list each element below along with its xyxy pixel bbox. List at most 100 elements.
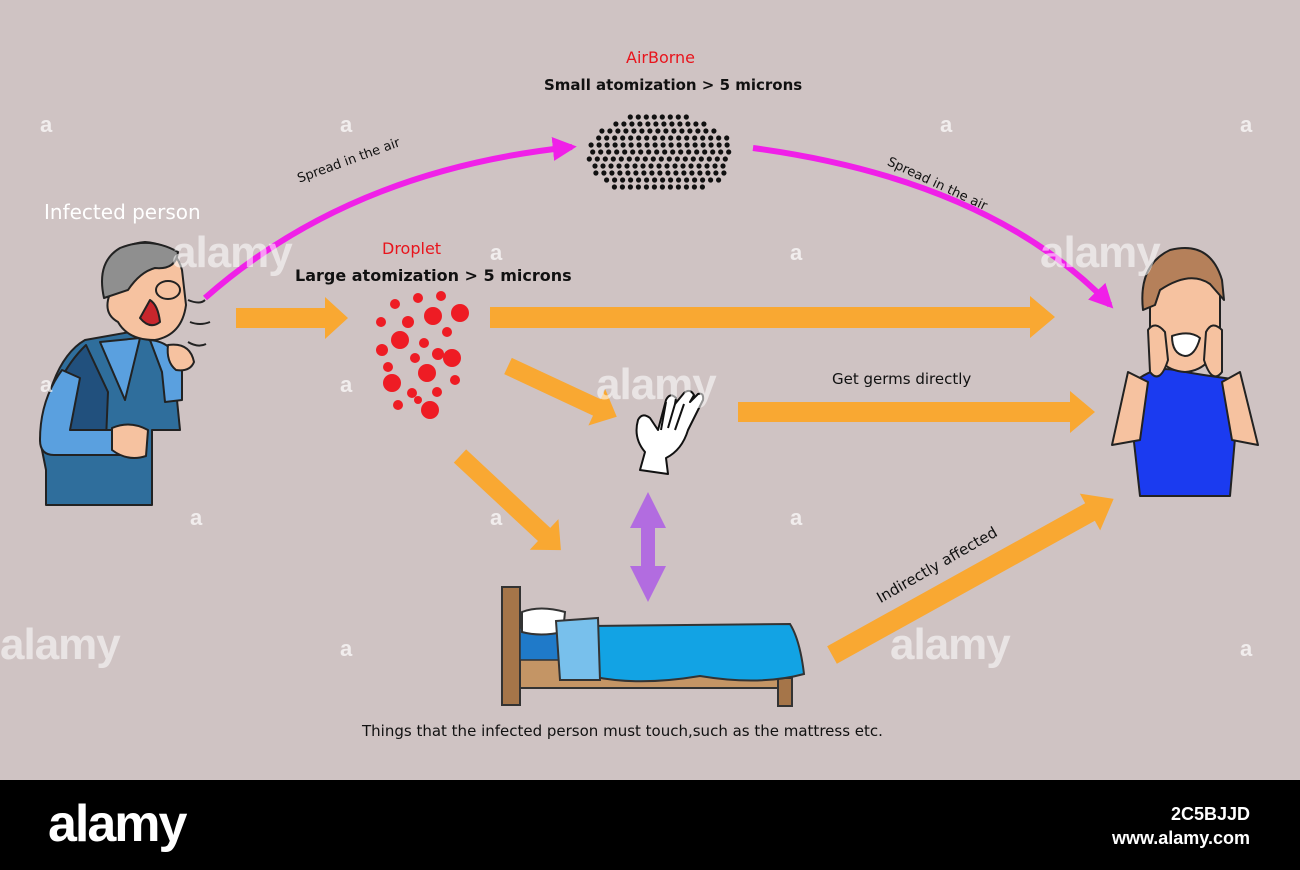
airborne-particle bbox=[705, 170, 711, 176]
airborne-particle bbox=[636, 135, 642, 141]
airborne-particle bbox=[652, 177, 658, 183]
airborne-particle bbox=[609, 170, 615, 176]
watermark-letter: a bbox=[340, 636, 353, 661]
airborne-particle bbox=[652, 135, 658, 141]
airborne-particle bbox=[668, 135, 674, 141]
hand-icon bbox=[635, 389, 705, 475]
airborne-particle bbox=[632, 163, 638, 169]
airborne-particle bbox=[606, 149, 612, 155]
airborne-particle bbox=[695, 128, 701, 134]
airborne-particle bbox=[713, 170, 719, 176]
airborne-particle bbox=[601, 170, 607, 176]
airborne-particle bbox=[681, 170, 687, 176]
airborne-particle bbox=[628, 177, 634, 183]
airborne-particle bbox=[639, 128, 645, 134]
airborne-particle bbox=[615, 128, 621, 134]
airborne-particle bbox=[672, 163, 678, 169]
surfaces-caption: Things that the infected person must tou… bbox=[362, 722, 883, 740]
airborne-particle bbox=[593, 170, 599, 176]
airborne-particle bbox=[590, 149, 596, 155]
airborne-particle bbox=[644, 177, 650, 183]
airborne-particle bbox=[693, 121, 699, 127]
airborne-particle bbox=[627, 184, 634, 190]
airborne-particle bbox=[646, 149, 652, 155]
airborne-particle bbox=[676, 177, 682, 183]
airborne-particle bbox=[670, 149, 676, 155]
airborne-particle bbox=[653, 121, 659, 127]
watermark-letter: a bbox=[340, 112, 353, 137]
airborne-particle bbox=[718, 149, 724, 155]
airborne-particle bbox=[668, 142, 674, 148]
airborne-particle bbox=[600, 163, 606, 169]
airborne-particle bbox=[620, 142, 626, 148]
airborne-particle bbox=[651, 114, 657, 120]
airborne-particle bbox=[721, 170, 727, 176]
watermark-letter: a bbox=[40, 372, 53, 397]
airborne-particle bbox=[604, 135, 610, 141]
direct-infection-label: Get germs directly bbox=[832, 370, 972, 388]
airborne-particle bbox=[661, 121, 667, 127]
airborne-particle bbox=[617, 170, 623, 176]
airborne-particle bbox=[626, 156, 632, 162]
airborne-particle bbox=[612, 177, 618, 183]
airborne-particle bbox=[611, 184, 618, 190]
airborne-particle bbox=[676, 135, 682, 141]
watermark-letter: a bbox=[40, 112, 53, 137]
airborne-particle bbox=[648, 163, 654, 169]
airborne-particle bbox=[637, 121, 643, 127]
airborne-particle bbox=[636, 142, 642, 148]
droplet-cluster bbox=[376, 291, 469, 419]
watermark: alamy bbox=[0, 620, 121, 669]
airborne-arrow-right bbox=[752, 145, 1114, 309]
airborne-particle bbox=[668, 177, 674, 183]
airborne-particle bbox=[685, 121, 691, 127]
airborne-particle bbox=[616, 163, 622, 169]
airborne-particle bbox=[642, 156, 648, 162]
airborne-particle bbox=[651, 184, 658, 190]
airborne-particle bbox=[700, 142, 706, 148]
airborne-particle bbox=[691, 184, 698, 190]
airborne-particle bbox=[618, 156, 624, 162]
airborne-particle bbox=[708, 142, 714, 148]
airborne-particle bbox=[684, 177, 690, 183]
airborne-particle bbox=[644, 135, 650, 141]
airborne-particle bbox=[588, 142, 594, 148]
airborne-particle bbox=[692, 142, 698, 148]
airborne-particle bbox=[631, 128, 637, 134]
airborne-particle bbox=[657, 170, 663, 176]
watermark-letter: a bbox=[490, 505, 503, 530]
watermark-letter: a bbox=[490, 240, 503, 265]
airborne-particle bbox=[701, 121, 707, 127]
airborne-particle bbox=[598, 149, 604, 155]
airborne-particle bbox=[604, 177, 610, 183]
airborne-particle bbox=[663, 128, 669, 134]
airborne-particle bbox=[636, 177, 642, 183]
airborne-particle bbox=[726, 149, 732, 155]
airborne-particle bbox=[612, 142, 618, 148]
airborne-particle bbox=[671, 128, 677, 134]
airborne-particle bbox=[684, 135, 690, 141]
airborne-particle bbox=[602, 156, 608, 162]
airborne-particle bbox=[689, 170, 695, 176]
airborne-particle bbox=[613, 121, 619, 127]
airborne-particle bbox=[724, 142, 730, 148]
airborne-particle bbox=[659, 114, 665, 120]
airborne-particle bbox=[703, 128, 709, 134]
airborne-particle bbox=[674, 156, 680, 162]
droplet-title: Droplet bbox=[382, 239, 442, 258]
airborne-particle-cloud bbox=[586, 114, 732, 190]
airborne-particle bbox=[675, 114, 681, 120]
airborne-particle bbox=[667, 184, 674, 190]
airborne-particle bbox=[682, 156, 688, 162]
watermark-letter: a bbox=[190, 505, 203, 530]
arrow-droplet-to-bed bbox=[453, 449, 561, 551]
airborne-particle bbox=[634, 156, 640, 162]
airborne-particle bbox=[640, 163, 646, 169]
airborne-particle bbox=[696, 163, 702, 169]
airborne-particle bbox=[697, 170, 703, 176]
airborne-particle bbox=[686, 149, 692, 155]
airborne-particle bbox=[688, 163, 694, 169]
airborne-particle bbox=[698, 156, 704, 162]
airborne-particle bbox=[627, 114, 633, 120]
